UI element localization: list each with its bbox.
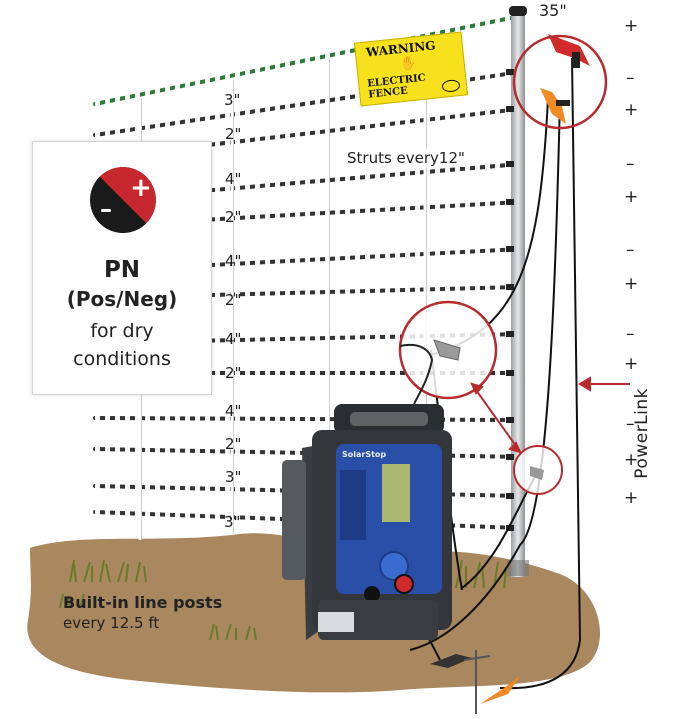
polarity-mark: + bbox=[624, 450, 639, 470]
spacing-label: 3" bbox=[224, 513, 241, 531]
ground-clip-icon bbox=[430, 650, 520, 714]
energizer-unit bbox=[282, 404, 452, 640]
spacing-label: 4" bbox=[225, 252, 242, 270]
polarity-mark: – bbox=[626, 240, 635, 260]
height-label: 35" bbox=[539, 1, 567, 20]
spacing-label: 3" bbox=[224, 91, 241, 109]
spacing-label: 2" bbox=[225, 208, 242, 226]
spacing-label: 2" bbox=[225, 364, 242, 382]
spacing-label: 4" bbox=[225, 330, 242, 348]
info-line1: for dry bbox=[90, 320, 154, 342]
polarity-mark: + bbox=[624, 488, 639, 508]
spacing-label: 2" bbox=[225, 435, 242, 453]
red-clip-icon bbox=[548, 34, 590, 68]
icon-plus-sign: + bbox=[130, 173, 152, 203]
polarity-mark: – bbox=[626, 68, 635, 88]
spacing-label: 4" bbox=[225, 402, 242, 420]
warning-person-icon: ✋ bbox=[399, 55, 418, 73]
posts-label-line1: Built-in line posts bbox=[63, 593, 223, 612]
powerlink-label: PowerLink bbox=[632, 388, 652, 479]
spacing-label: 3" bbox=[225, 468, 242, 486]
polarity-mark: – bbox=[626, 154, 635, 174]
polarity-mark: + bbox=[624, 16, 639, 36]
warning-sign: WARNING ✋ ELECTRIC FENCE bbox=[353, 31, 469, 107]
icon-minus-sign: – bbox=[100, 195, 112, 223]
polarity-mark: + bbox=[624, 274, 639, 294]
posts-label-line2: every 12.5 ft bbox=[63, 614, 160, 632]
powerlink-arrow bbox=[578, 376, 630, 392]
callout-connector-arrow bbox=[470, 382, 522, 454]
info-title: PN bbox=[103, 257, 141, 283]
spacing-label: 2" bbox=[225, 291, 242, 309]
polarity-mark: + bbox=[624, 354, 639, 374]
polarity-mark: – bbox=[626, 414, 635, 434]
polarity-mark: + bbox=[624, 100, 639, 120]
end-post bbox=[511, 12, 525, 577]
spacing-label: 2" bbox=[225, 125, 242, 143]
pos-neg-icon: + – bbox=[90, 167, 156, 233]
energizer-brand: SolarStop bbox=[342, 450, 387, 459]
info-subtitle: (Pos/Neg) bbox=[66, 287, 178, 311]
callout-top bbox=[512, 34, 608, 130]
info-line2: conditions bbox=[73, 348, 171, 370]
struts-label: Struts every12" bbox=[343, 149, 469, 167]
polarity-mark: – bbox=[626, 324, 635, 344]
orange-clip-icon bbox=[540, 88, 570, 124]
post-insulators bbox=[506, 69, 514, 531]
polarity-mark: + bbox=[624, 187, 639, 207]
spacing-label: 4" bbox=[225, 170, 242, 188]
polarity-info-box: + – PN (Pos/Neg) for dry conditions bbox=[32, 141, 212, 395]
